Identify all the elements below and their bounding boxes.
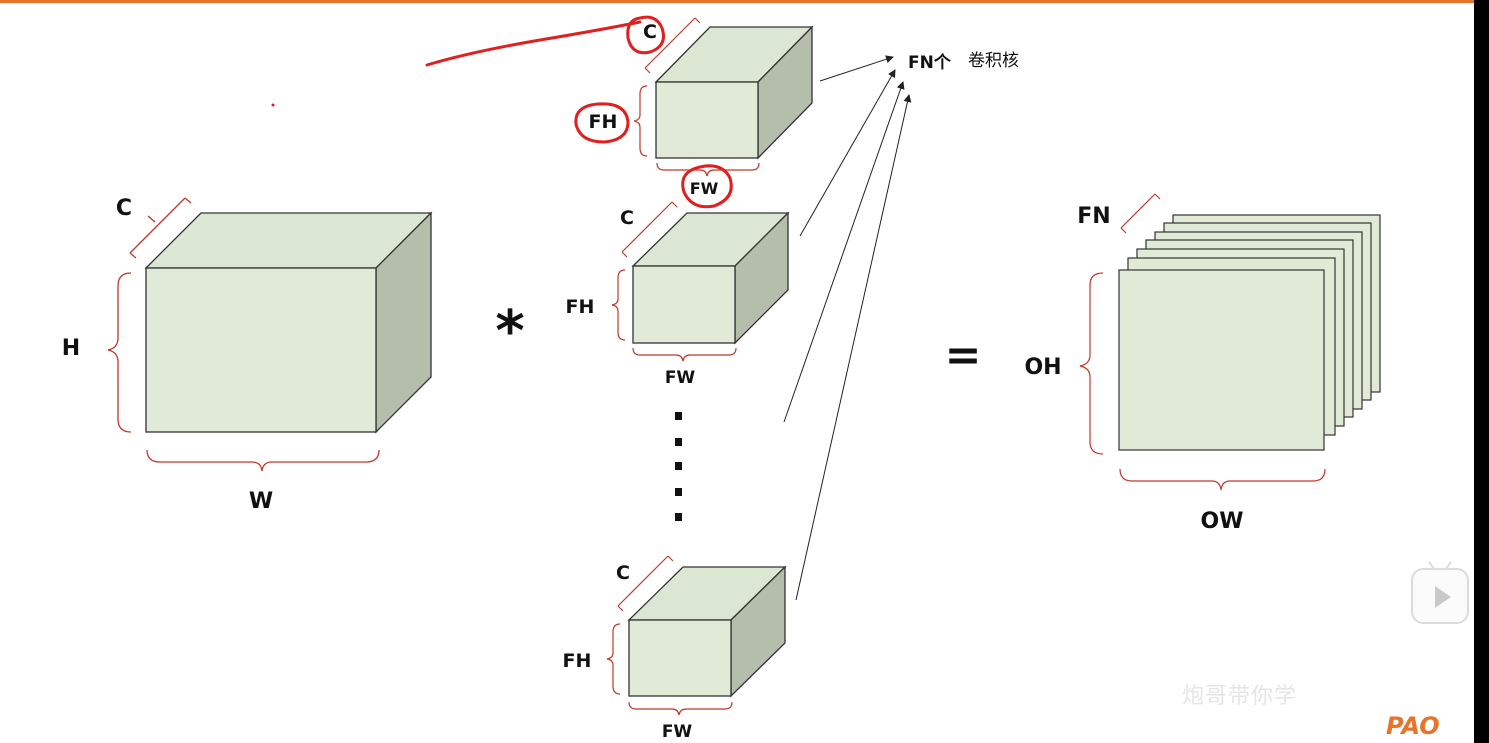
filter-2-c-brace [621, 201, 678, 258]
filter-1-fw-label: FW [690, 179, 719, 198]
top-accent-rule [0, 0, 1489, 3]
play-button[interactable] [1411, 561, 1469, 624]
filter-2-fh-brace [611, 269, 626, 341]
filter-count-label: FN个 [908, 52, 952, 73]
convolution-operator: * [495, 299, 524, 364]
filter-caption: 卷积核 [968, 51, 1019, 71]
filter-2-c-label: C [620, 207, 634, 229]
filter-3-fh-brace [606, 623, 621, 695]
output-oh-brace [1079, 272, 1104, 455]
input-w-brace [146, 449, 380, 472]
filter-count-arrows [783, 55, 912, 601]
input-tensor [144, 211, 433, 434]
output-stack [1118, 214, 1381, 451]
filter-2-fw-label: FW [665, 368, 696, 388]
annotation-dot [271, 103, 275, 107]
filter-3-fw-label: FW [662, 722, 693, 742]
annotation-circle-c [626, 15, 665, 55]
input-h-brace [107, 272, 132, 433]
filter-1-fw-brace [656, 162, 760, 177]
filter-3-fw-brace [628, 701, 733, 716]
input-h-label: H [62, 336, 80, 361]
filter-3 [627, 565, 787, 698]
equals-operator: = [945, 330, 982, 381]
filter-1-fh-brace [633, 85, 648, 157]
right-edge-bar [1474, 0, 1489, 743]
filter-3-c-brace [617, 555, 674, 612]
filter-1-c-brace [644, 17, 701, 74]
annotation-circle-fw [681, 164, 733, 209]
filter-2-fh-label: FH [566, 296, 595, 318]
filter-3-c-label: C [616, 562, 630, 584]
output-ow-label: OW [1201, 509, 1244, 534]
output-fn-brace [1120, 193, 1161, 234]
output-oh-label: OH [1024, 355, 1061, 380]
input-c-label: C [116, 196, 132, 221]
pao-logo: PAO [1386, 712, 1440, 740]
filter-1-fh-label: FH [589, 111, 618, 133]
filter-2 [631, 211, 790, 345]
watermark-text: 炮哥带你学 [1182, 684, 1298, 709]
filter-2-fw-brace [632, 347, 737, 362]
output-fn-label: FN [1077, 204, 1110, 229]
input-w-label: W [249, 489, 273, 514]
annotation-stroke [425, 20, 642, 67]
filter-1-c-label: C [643, 21, 657, 43]
filter-1 [654, 25, 814, 160]
play-icon [1435, 586, 1451, 608]
ellipsis-dots [675, 412, 682, 521]
annotation-circle-fh [574, 102, 630, 144]
output-ow-brace [1119, 468, 1326, 491]
red-pen-annotations [425, 15, 733, 209]
filter-3-fh-label: FH [563, 650, 592, 672]
input-c-brace [129, 197, 192, 259]
